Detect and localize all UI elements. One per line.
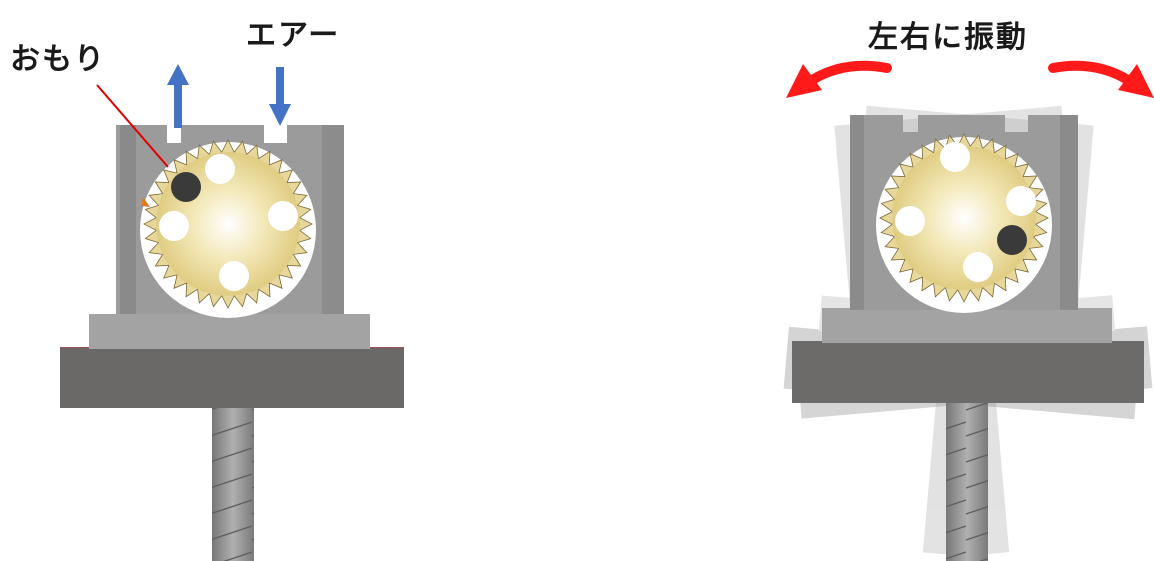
right-threaded-rod [946,400,988,561]
left-hole-4 [219,261,249,291]
left-hole-3 [159,211,189,241]
right-hole-1 [940,142,970,172]
right-dark-base [792,341,1144,403]
weight-label: おもり [10,42,106,77]
left-base-plate [89,314,370,349]
weight-leader-line [96,84,169,168]
left-hole-1 [205,154,235,184]
arrow-down-icon [269,67,291,126]
left-weight-ball [171,172,201,202]
arrow-up-icon [167,64,189,128]
left-device [60,64,404,561]
left-ball [143,139,313,309]
left-dark-base [60,347,404,408]
left-threaded-rod [212,405,254,561]
vibrate-label: 左右に振動 [868,20,1028,55]
left-hole-2 [268,201,298,231]
right-device [783,60,1154,561]
right-weight-ball [997,225,1027,255]
right-hole-3 [895,206,925,236]
swing-right-arrow-icon [1048,60,1154,98]
right-base-plate [822,308,1112,343]
right-hole-4 [963,252,993,282]
swing-left-arrow-icon [786,60,892,98]
right-ball [879,133,1049,303]
air-label: エアー [246,18,341,53]
right-hole-2 [1006,186,1036,216]
